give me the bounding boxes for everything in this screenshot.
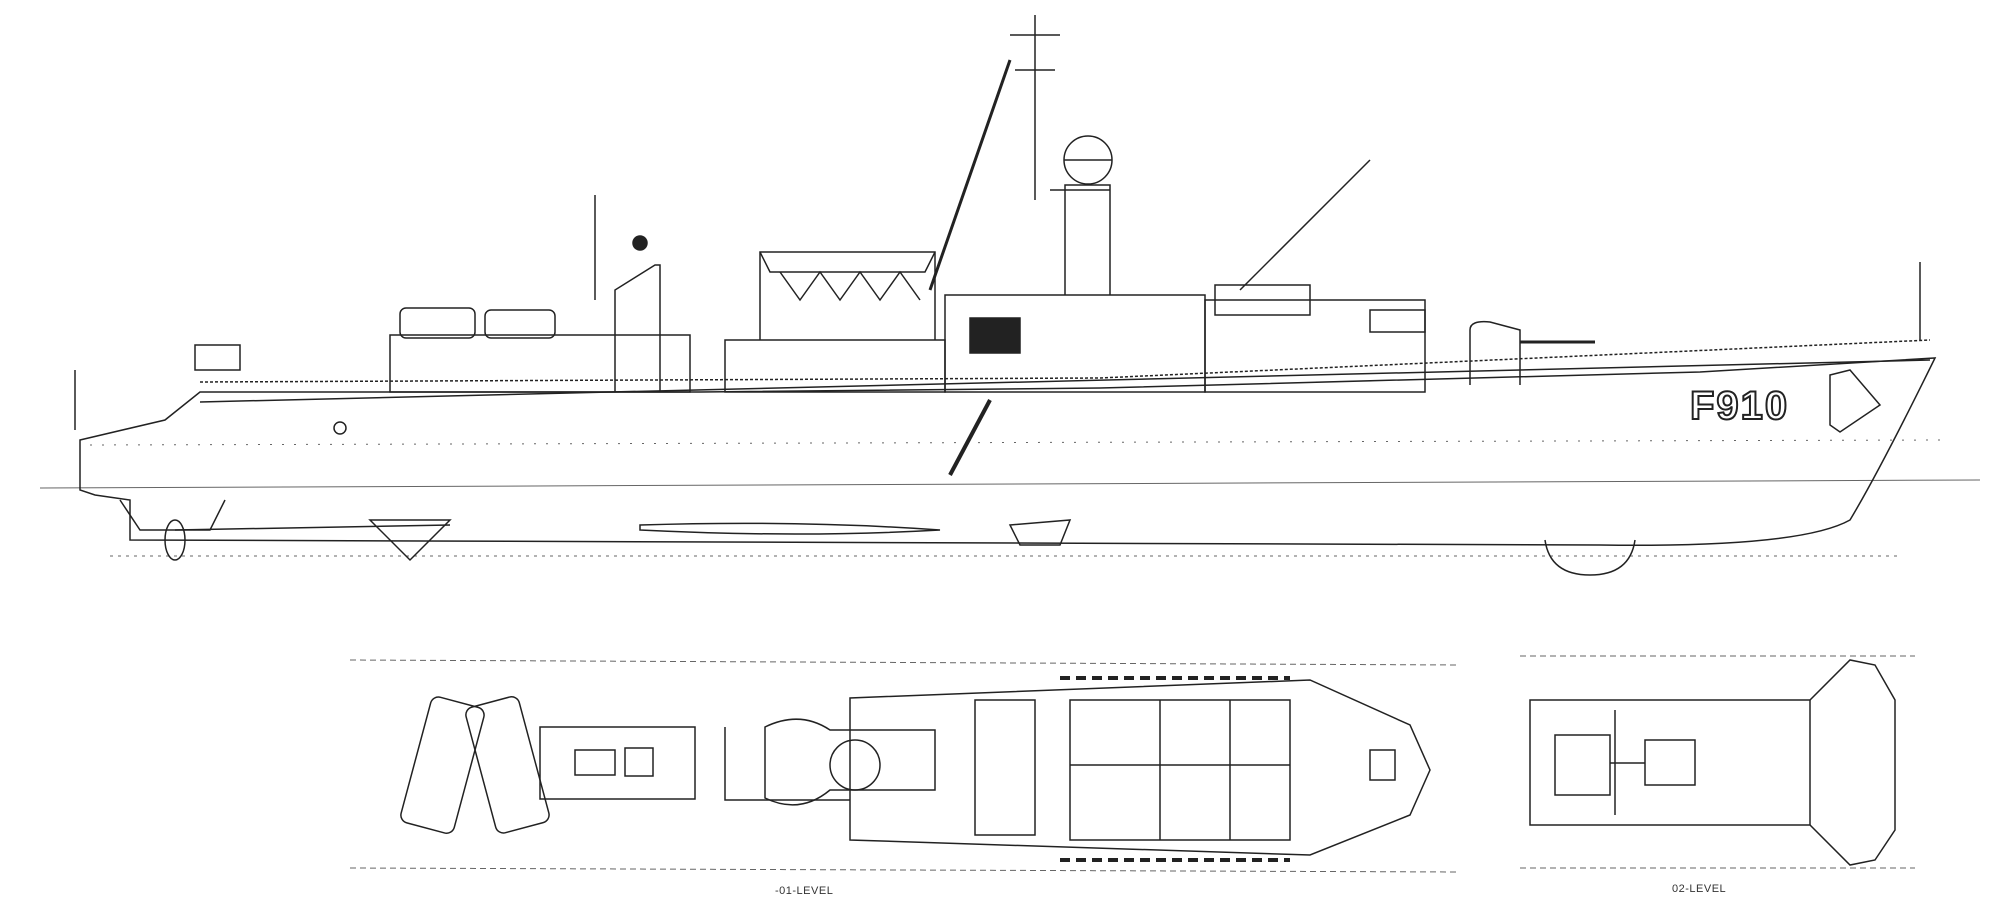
plan-label-02-level: 02-LEVEL — [1672, 883, 1727, 895]
plan-01-level — [400, 676, 1431, 862]
crest-icon — [1829, 369, 1882, 433]
hull-outline — [79, 357, 1937, 547]
deck-rail — [199, 339, 1931, 383]
masts — [74, 15, 1921, 430]
plan-02-level — [1529, 659, 1896, 866]
propeller-and-rudder — [119, 499, 452, 562]
plan-label-01-level: -01-LEVEL — [775, 885, 834, 897]
boarding-ladder — [948, 399, 992, 476]
bilge-keel — [639, 522, 941, 535]
sheer-line — [199, 359, 1931, 403]
sonar-dome — [1544, 539, 1636, 576]
scuttle — [333, 421, 347, 435]
reference-lines — [39, 439, 1981, 873]
stabilizer — [1008, 519, 1072, 546]
hull-number: F910 — [1689, 383, 1790, 429]
superstructure — [194, 135, 1595, 393]
